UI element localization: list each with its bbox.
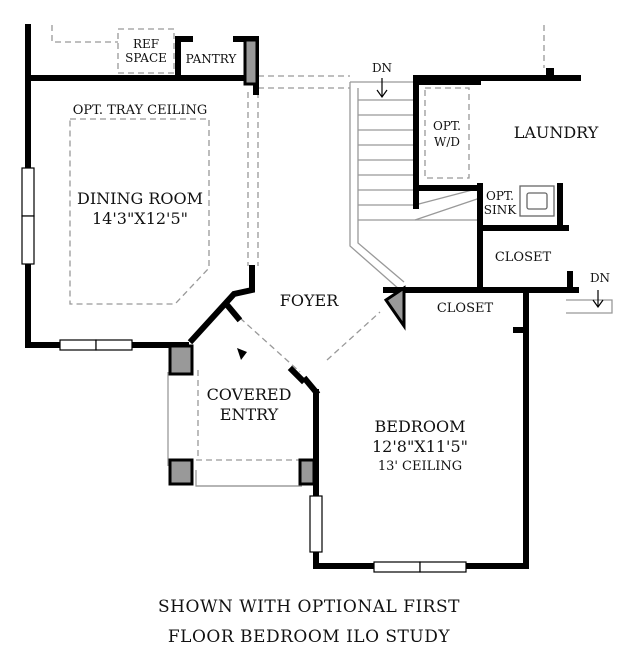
- upper-closet-label: CLOSET: [495, 250, 552, 265]
- windows: [21, 167, 467, 573]
- caption-line1: SHOWN WITH OPTIONAL FIRST: [158, 597, 460, 617]
- bedroom-window-right: [419, 561, 467, 573]
- bedroom-dimensions: 12'8"X11'5": [372, 437, 468, 456]
- stair-treads: [358, 99, 481, 221]
- caption-line2: FLOOR BEDROOM ILO STUDY: [168, 627, 450, 647]
- ref-space-label-line1: REF: [133, 37, 159, 51]
- pantry-label: PANTRY: [186, 52, 238, 66]
- opt-wd-label-line1: OPT.: [433, 119, 461, 133]
- opt-sink-label-line2: SINK: [484, 203, 517, 217]
- right-dn-label: DN: [590, 271, 610, 285]
- sink-fixture: [519, 185, 555, 217]
- staircase: [349, 78, 481, 291]
- opt-wd-label-line2: W/D: [434, 135, 460, 149]
- bedroom-window-left: [373, 561, 421, 573]
- dining-window-upper: [21, 167, 35, 217]
- entry-arrow-icon: [237, 348, 247, 360]
- dining-window-bottom-left: [59, 339, 97, 351]
- opt-sink-label-line1: OPT.: [486, 189, 514, 203]
- stair-down-arrow: [376, 78, 388, 99]
- walls: [25, 24, 581, 569]
- tray-ceiling-label: OPT. TRAY CEILING: [73, 103, 208, 118]
- stairs-dn-label: DN: [372, 61, 392, 75]
- bedroom-closet-label: CLOSET: [437, 301, 494, 316]
- columns: [168, 38, 554, 486]
- dining-window-bottom-right: [95, 339, 133, 351]
- dining-window-lower: [21, 215, 35, 265]
- laundry-label: LAUNDRY: [514, 123, 599, 142]
- bedroom-label: BEDROOM: [375, 417, 466, 436]
- ref-space-label-line2: SPACE: [125, 51, 167, 65]
- right-down-arrow-icon: [592, 290, 604, 309]
- covered-entry-label-line1: COVERED: [207, 385, 292, 404]
- bedroom-side-window: [309, 495, 323, 553]
- dashed-guides: [51, 25, 545, 461]
- foyer-label: FOYER: [280, 291, 339, 310]
- dining-room-dimensions: 14'3"X12'5": [92, 209, 188, 228]
- dining-room-label: DINING ROOM: [77, 189, 203, 208]
- covered-entry-label-line2: ENTRY: [220, 405, 279, 424]
- bedroom-ceiling-label: 13' CEILING: [378, 459, 462, 474]
